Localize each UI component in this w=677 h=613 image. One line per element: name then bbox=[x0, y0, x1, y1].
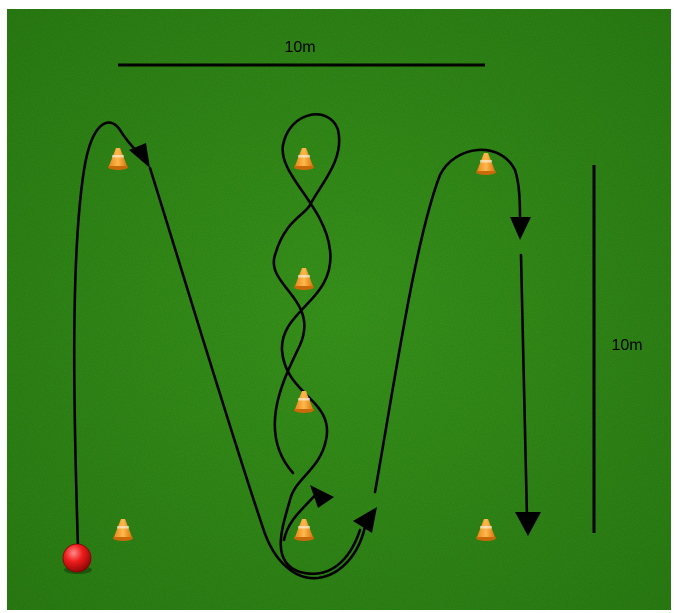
path-right-descent bbox=[519, 253, 529, 520]
arrowhead-icon bbox=[310, 485, 334, 508]
pitch-texture bbox=[7, 9, 671, 610]
path-left-climb bbox=[72, 121, 147, 550]
horizontal-dimension-label: 10m bbox=[284, 39, 315, 56]
path-right-climb bbox=[373, 148, 522, 494]
path-weave-a bbox=[272, 113, 362, 575]
arrowhead-icon bbox=[515, 512, 541, 536]
arrowhead-icon bbox=[129, 143, 150, 168]
dribble-path bbox=[72, 113, 529, 580]
arrowheads bbox=[129, 143, 541, 536]
arrowhead-icon bbox=[510, 217, 531, 240]
start-ball-icon bbox=[62, 543, 92, 574]
path-diagonal-down bbox=[148, 166, 368, 580]
arrowhead-icon bbox=[353, 507, 377, 533]
vertical-dimension-label: 10m bbox=[611, 337, 642, 354]
